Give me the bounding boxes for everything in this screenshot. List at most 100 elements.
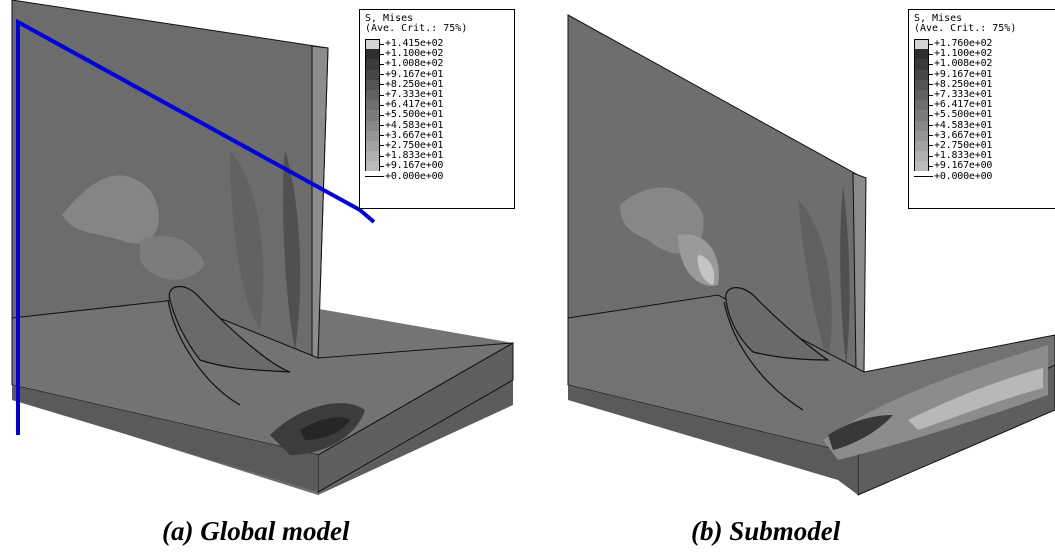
legend-tick [380, 94, 384, 96]
legend-row: +0.000e+00 [365, 171, 509, 181]
legend-tick [929, 84, 933, 86]
legend-tick [380, 176, 384, 178]
legend-swatch [914, 39, 929, 50]
legend-title: S, Mises [914, 13, 963, 24]
legend-row: +7.333e+01 [365, 89, 509, 101]
legend-value: +3.667e+01 [385, 129, 444, 141]
legend-tick [380, 63, 384, 65]
legend-tick [380, 125, 384, 127]
legend-tick [380, 84, 384, 86]
legend-value: +1.008e+02 [385, 58, 444, 70]
legend-tick [380, 74, 384, 76]
legend-row: +5.500e+01 [914, 109, 1055, 121]
legend-value: +1.760e+02 [934, 38, 993, 50]
caption: (b) Submodel [691, 516, 841, 546]
legend-value: +4.583e+01 [934, 119, 993, 131]
global-model-contour-plot [11, 0, 514, 495]
legend-row: +6.417e+01 [365, 100, 509, 111]
legend-swatch [914, 110, 929, 121]
legend-title: S, Mises [365, 13, 414, 24]
legend-scale: +1.415e+02+1.100e+02+1.008e+02+9.167e+01… [365, 39, 509, 182]
legend-swatch [365, 130, 380, 141]
legend-swatch [914, 69, 929, 80]
legend-swatch [365, 89, 380, 101]
legend-tick [380, 43, 384, 45]
submodel-panel: S, Mises (Ave. Crit.: 75%) +1.760e+02+1.… [528, 0, 1055, 554]
legend-row: +1.415e+02 [365, 39, 509, 50]
legend-row: +1.008e+02 [914, 58, 1055, 70]
legend-swatch [914, 49, 929, 60]
legend-swatch [914, 59, 929, 70]
legend-swatch [365, 69, 380, 80]
legend-tick [929, 43, 933, 45]
weld-cutout-outline [725, 287, 830, 361]
legend-tick [929, 165, 933, 167]
stress-legend: S, Mises (Ave. Crit.: 75%) +1.760e+02+1.… [908, 9, 1055, 209]
legend-row: +1.760e+02 [914, 38, 1055, 50]
caption: (a) Global model [162, 516, 350, 546]
legend-tick [929, 176, 933, 178]
legend-row: +2.750e+01 [365, 139, 509, 152]
legend-tick [380, 155, 384, 157]
legend-value: +0.000e+00 [934, 170, 993, 182]
legend-tick [929, 125, 933, 127]
legend-tick [380, 104, 384, 106]
legend-swatch [914, 100, 929, 111]
legend-tick [929, 94, 933, 96]
legend-value: +6.417e+01 [934, 99, 993, 111]
legend-tick [929, 63, 933, 65]
legend-value: +9.167e+01 [934, 68, 993, 80]
legend-row: +9.167e+01 [914, 68, 1055, 80]
legend-value: +4.583e+01 [385, 119, 444, 131]
legend-tick [929, 114, 933, 116]
legend-tick [380, 114, 384, 116]
legend-swatch [365, 59, 380, 70]
legend-swatch [365, 161, 380, 172]
legend-row: +6.417e+01 [914, 99, 1055, 111]
legend-value: +9.167e+00 [385, 160, 444, 172]
legend-row: +9.167e+00 [914, 160, 1055, 172]
legend-row: +8.250e+01 [365, 78, 509, 90]
legend-value: +5.500e+01 [934, 109, 993, 121]
legend-subtitle: (Ave. Crit.: 75%) [365, 23, 468, 34]
legend-tick [380, 135, 384, 137]
legend-row: +9.167e+01 [365, 68, 509, 80]
legend-tick [929, 74, 933, 76]
submodel-contour-plot [567, 14, 1055, 496]
legend-value: +2.750e+01 [385, 139, 444, 151]
stress-hotspot [823, 345, 1048, 460]
legend-row: +1.833e+01 [365, 151, 509, 162]
legend-row: +8.250e+01 [914, 78, 1055, 90]
legend-value: +0.000e+00 [385, 170, 444, 182]
legend-value: +8.250e+01 [385, 78, 444, 90]
legend-value: +8.250e+01 [934, 78, 993, 90]
legend-swatch [914, 89, 929, 101]
legend-value: +3.667e+01 [934, 129, 993, 141]
legend-swatch [914, 140, 929, 152]
legend-tick [380, 165, 384, 167]
legend-scale: +1.760e+02+1.100e+02+1.008e+02+9.167e+01… [914, 39, 1055, 182]
legend-value: +9.167e+00 [934, 160, 993, 172]
legend-row: +3.667e+01 [914, 129, 1055, 141]
legend-swatch [914, 130, 929, 141]
legend-swatch [914, 120, 929, 131]
legend-value: +1.100e+02 [934, 48, 993, 60]
legend-value: +7.333e+01 [934, 89, 993, 101]
legend-swatch [914, 151, 929, 162]
legend-row: +1.008e+02 [365, 58, 509, 70]
legend-swatch [914, 79, 929, 90]
stress-legend: S, Mises (Ave. Crit.: 75%) +1.415e+02+1.… [359, 9, 515, 209]
legend-swatch [914, 161, 929, 172]
legend-row: +3.667e+01 [365, 129, 509, 141]
legend-value: +5.500e+01 [385, 109, 444, 121]
legend-swatch [365, 151, 380, 162]
legend-row: +0.000e+00 [914, 171, 1055, 181]
legend-value: +1.833e+01 [934, 150, 993, 162]
legend-tick [380, 53, 384, 55]
legend-row: +4.583e+01 [914, 119, 1055, 131]
legend-value: +7.333e+01 [385, 89, 444, 101]
legend-tick [929, 53, 933, 55]
legend-value: +1.008e+02 [934, 58, 993, 70]
legend-value: +9.167e+01 [385, 68, 444, 80]
legend-swatch [365, 39, 380, 50]
